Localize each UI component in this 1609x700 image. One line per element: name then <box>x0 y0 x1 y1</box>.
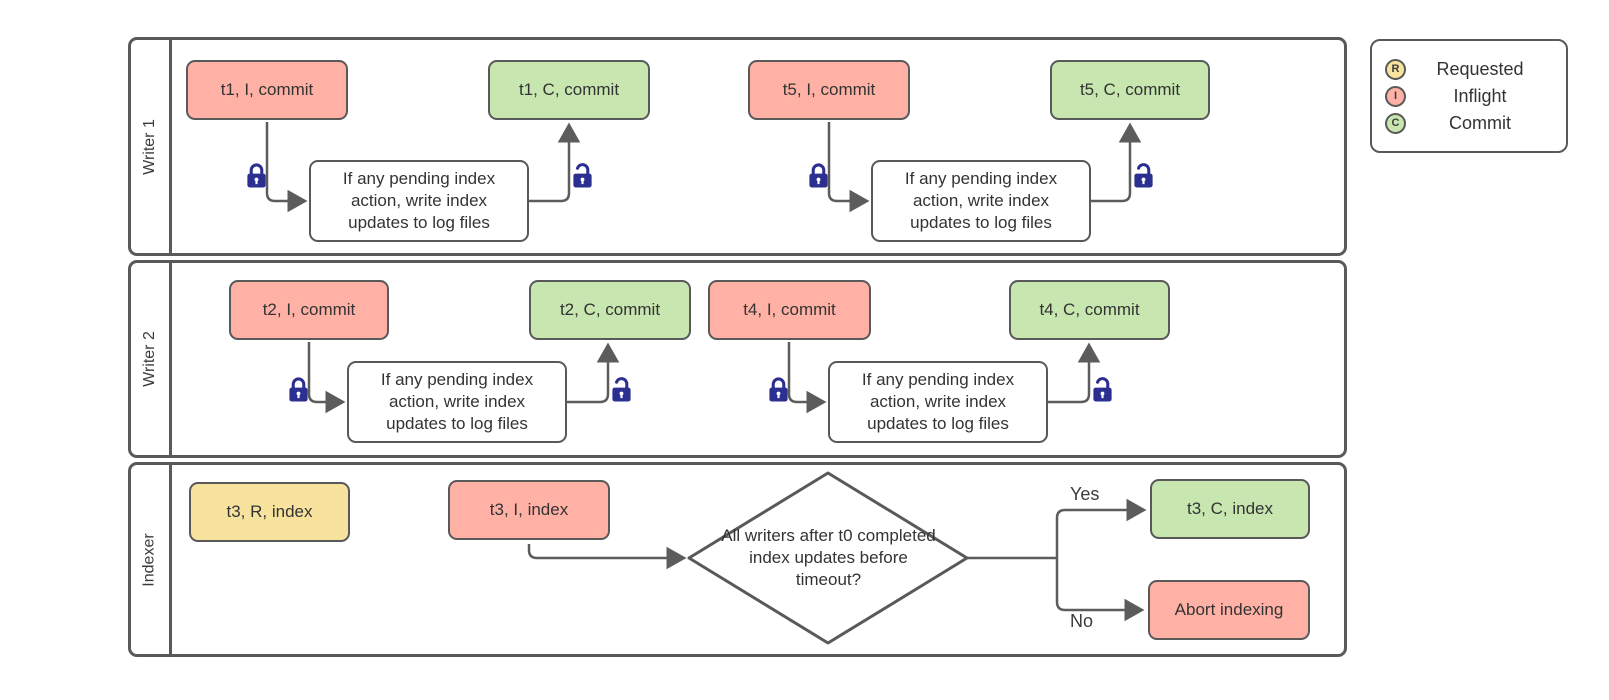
node-t1-inflight: t1, I, commit <box>186 60 348 120</box>
inflight-state-icon: I <box>1385 85 1406 107</box>
branch-label-yes: Yes <box>1070 484 1100 504</box>
legend-item-commit: C Commit <box>1385 112 1554 134</box>
node-t5-inflight: t5, I, commit <box>748 60 910 120</box>
closed-lock-icon <box>807 163 830 190</box>
process-box-t2: If any pending index action, write index… <box>347 361 567 443</box>
closed-lock-icon <box>245 163 268 190</box>
edge-process-to-t1-commit <box>529 122 581 203</box>
legend-label-commit: Commit <box>1449 112 1511 133</box>
open-lock-icon <box>1091 377 1114 404</box>
edge-t5-inflight-to-process <box>827 122 870 213</box>
legend-label-inflight: Inflight <box>1453 85 1507 106</box>
node-t2-inflight: t2, I, commit <box>229 280 389 340</box>
branch-label-no: No <box>1070 611 1094 631</box>
edge-t3-inflight-to-decision <box>527 544 687 570</box>
edge-t4-inflight-to-process <box>787 342 827 414</box>
commit-state-icon: C <box>1385 112 1406 134</box>
closed-lock-icon <box>767 377 790 404</box>
edge-process-to-t5-commit <box>1091 122 1142 203</box>
requested-state-icon: R <box>1385 58 1406 80</box>
edge-t1-inflight-to-process <box>265 122 308 213</box>
node-t3-commit: t3, C, index <box>1150 479 1310 539</box>
node-t1-commit: t1, C, commit <box>488 60 650 120</box>
open-lock-icon <box>610 377 633 404</box>
process-box-t5: If any pending index action, write index… <box>871 160 1091 242</box>
edge-yes-to-t3-commit <box>1055 498 1147 558</box>
decision-diamond <box>687 471 969 645</box>
closed-lock-icon <box>287 377 310 404</box>
process-box-t4: If any pending index action, write index… <box>828 361 1048 443</box>
node-t4-inflight: t4, I, commit <box>708 280 871 340</box>
open-lock-icon <box>571 163 594 190</box>
edge-process-to-t2-commit <box>567 342 620 404</box>
swimlane-indexer: Indexer <box>128 462 1347 657</box>
swimlane-writer-2: Writer 2 <box>128 260 1347 458</box>
edge-t2-inflight-to-process <box>307 342 346 414</box>
decision-label: All writers after t0 completed index upd… <box>721 526 936 590</box>
open-lock-icon <box>1132 163 1155 190</box>
edge-no-to-abort <box>1055 558 1145 622</box>
swimlane-writer-1: Writer 1 <box>128 37 1347 256</box>
edge-process-to-t4-commit <box>1048 342 1101 404</box>
legend-item-requested: R Requested <box>1385 58 1554 80</box>
node-t3-inflight: t3, I, index <box>448 480 610 540</box>
node-t5-commit: t5, C, commit <box>1050 60 1210 120</box>
lane-label-indexer: Indexer <box>131 465 172 654</box>
node-abort-indexing: Abort indexing <box>1148 580 1310 640</box>
lane-label-writer-2: Writer 2 <box>131 263 172 455</box>
node-t3-requested: t3, R, index <box>189 482 350 542</box>
lane-label-writer-1: Writer 1 <box>131 40 172 253</box>
node-t2-commit: t2, C, commit <box>529 280 691 340</box>
legend-item-inflight: I Inflight <box>1385 85 1554 107</box>
legend: R Requested I Inflight C Commit <box>1370 39 1568 153</box>
legend-label-requested: Requested <box>1436 58 1524 79</box>
process-box-t1: If any pending index action, write index… <box>309 160 529 242</box>
node-t4-commit: t4, C, commit <box>1009 280 1170 340</box>
